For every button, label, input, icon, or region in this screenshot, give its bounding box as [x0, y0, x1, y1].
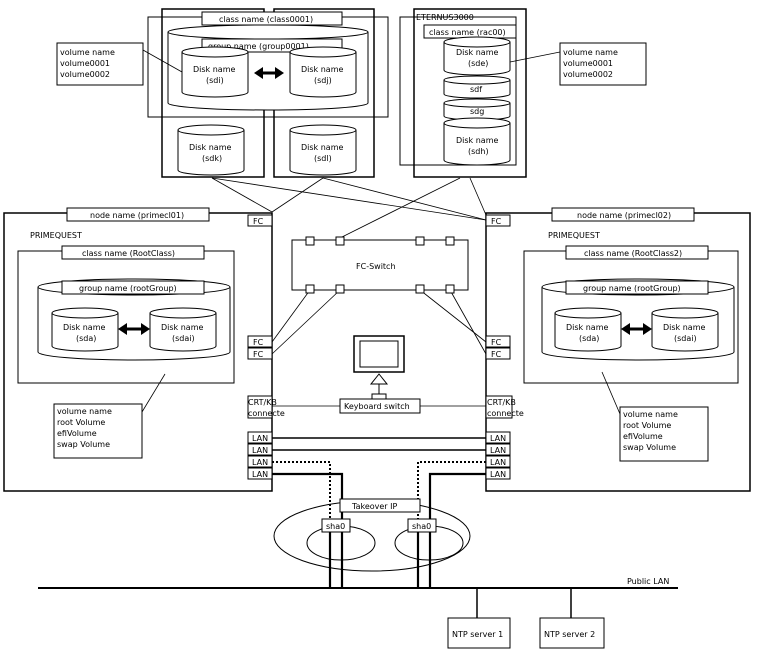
node-right-mirror-arrow-icon	[621, 323, 652, 335]
ntp-server-1: NTP server 1	[452, 630, 503, 639]
takeover-ip-label: Takeover IP	[351, 502, 397, 511]
node-left-lan-2: LAN	[252, 458, 268, 467]
node-right-disk-sda-name: Disk name	[566, 323, 608, 332]
node-right-disk-sdai-id: (sdai)	[674, 334, 697, 343]
public-lan: Public LAN	[38, 577, 678, 618]
disk-sdg-name: sdg	[470, 107, 484, 116]
disk-sdk-id: (sdk)	[202, 154, 222, 163]
storage-right: ETERNUS3000 class name (rac00) Disk name…	[399, 8, 647, 178]
monitor-icon	[353, 335, 405, 400]
node-left-fc-1: FC	[253, 338, 264, 347]
storage-left-volume-1: volume0001	[60, 59, 110, 68]
node-right-volume-1: root Volume	[623, 421, 671, 430]
mirror-arrow-icon	[254, 67, 284, 79]
public-lan-label: Public LAN	[627, 577, 669, 586]
disk-sdf-name: sdf	[470, 85, 482, 94]
disk-sdl-name: Disk name	[301, 143, 343, 152]
takeover-right-if: sha0	[412, 522, 431, 531]
node-left-crt-0: CRT/KB	[248, 398, 277, 407]
node-left: node name (primecl01) PRIMEQUEST class n…	[3, 207, 285, 492]
node-left-lan-0: LAN	[252, 434, 268, 443]
node-right-product: PRIMEQUEST	[548, 231, 600, 240]
fc-switch-label: FC-Switch	[356, 262, 396, 271]
disk-sdi-name: Disk name	[193, 65, 235, 74]
node-right-lan-1: LAN	[490, 446, 506, 455]
storage-right-volume-0: volume name	[563, 48, 618, 57]
node-right-lan-3: LAN	[490, 470, 506, 479]
storage-right-volume-2: volume0002	[563, 70, 613, 79]
node-right-fc-2: FC	[491, 350, 502, 359]
storage-left-volume-0: volume name	[60, 48, 115, 57]
node-right-name-label: node name (primecl02)	[577, 211, 671, 220]
node-left-mirror-arrow-icon	[118, 323, 150, 335]
keyboard-switch: Keyboard switch	[339, 398, 421, 414]
node-right-crt-0: CRT/KB	[487, 398, 516, 407]
node-left-disk-sdai-id: (sdai)	[172, 334, 195, 343]
disk-sde-name: Disk name	[456, 48, 498, 57]
node-right-fc-1: FC	[491, 338, 502, 347]
node-left-product: PRIMEQUEST	[30, 231, 82, 240]
takeover-left-if: sha0	[326, 522, 345, 531]
fc-switch: FC-Switch	[291, 236, 469, 294]
storage-left: class name (class0001) group name (group…	[56, 8, 389, 178]
keyboard-switch-label: Keyboard switch	[344, 402, 410, 411]
node-right-lan-0: LAN	[490, 434, 506, 443]
storage-left-volume-2: volume0002	[60, 70, 110, 79]
node-left-lan-1: LAN	[252, 446, 268, 455]
disk-sdk-name: Disk name	[189, 143, 231, 152]
node-right-disk-sdai-name: Disk name	[663, 323, 705, 332]
node-right-crt-1: connecte	[487, 409, 524, 418]
disk-sdl-id: (sdl)	[314, 154, 332, 163]
node-left-class-label: class name (RootClass)	[82, 249, 175, 258]
disk-sdj-id: (sdj)	[314, 76, 332, 85]
node-left-disk-sda-id: (sda)	[76, 334, 96, 343]
node-right-group-label: group name (rootGroup)	[583, 284, 681, 293]
disk-sdh-id: (sdh)	[468, 147, 489, 156]
disk-sde-id: (sde)	[468, 59, 488, 68]
storage-left-group-label: group name (group0001)	[208, 42, 309, 51]
storage-left-class-label: class name (class0001)	[219, 15, 313, 24]
ntp-servers: NTP server 1 NTP server 2	[447, 617, 605, 649]
node-left-lan-3: LAN	[252, 470, 268, 479]
node-right-volume-3: swap Volume	[623, 443, 676, 452]
storage-right-volume-1: volume0001	[563, 59, 613, 68]
node-left-group-label: group name (rootGroup)	[79, 284, 177, 293]
node-right-volume-2: efiVolume	[623, 432, 663, 441]
takeover-ip: Takeover IP sha0 sha0	[273, 498, 471, 572]
ntp-server-2: NTP server 2	[544, 630, 595, 639]
node-left-fc-0: FC	[253, 217, 264, 226]
node-left-disk-sda-name: Disk name	[63, 323, 105, 332]
disk-sdj-name: Disk name	[301, 65, 343, 74]
node-right: node name (primecl02) PRIMEQUEST class n…	[485, 207, 751, 492]
disk-sdh-name: Disk name	[456, 136, 498, 145]
node-right-fc-0: FC	[491, 217, 502, 226]
lan-wires	[272, 437, 486, 588]
storage-right-class-label: class name (rac00)	[429, 28, 506, 37]
node-right-volume-0: volume name	[623, 410, 678, 419]
disk-sdi-id: (sdi)	[206, 76, 224, 85]
node-left-fc-2: FC	[253, 350, 264, 359]
node-right-class-label: class name (RootClass2)	[584, 249, 682, 258]
node-left-volume-3: swap Volume	[57, 440, 110, 449]
node-left-volume-2: efiVolume	[57, 429, 97, 438]
node-left-name-label: node name (primecl01)	[90, 211, 184, 220]
node-right-lan-2: LAN	[490, 458, 506, 467]
node-left-crt-1: connecte	[248, 409, 285, 418]
node-left-volume-1: root Volume	[57, 418, 105, 427]
node-left-volume-0: volume name	[57, 407, 112, 416]
node-right-disk-sda-id: (sda)	[579, 334, 599, 343]
node-left-disk-sdai-name: Disk name	[161, 323, 203, 332]
